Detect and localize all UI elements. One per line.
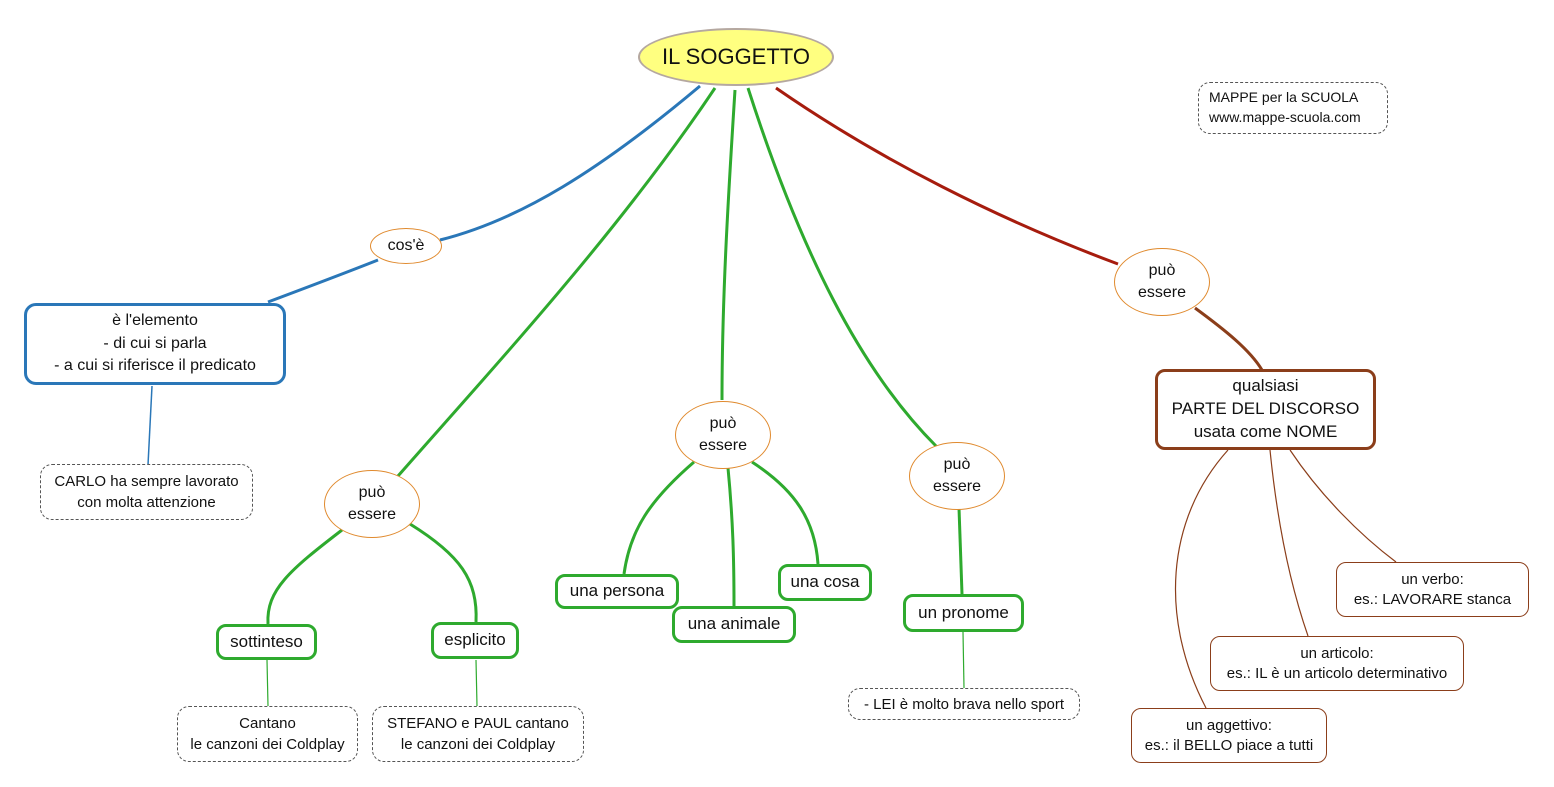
edge-pronome-example [962, 631, 965, 689]
definition-box[interactable]: è l'elemento - di cui si parla - a cui s… [24, 303, 286, 385]
edge-esplicito-example [475, 659, 478, 707]
pronoun-example-box[interactable]: - LEI è molto brava nello sport [848, 688, 1080, 720]
definition-line2: - di cui si parla [103, 334, 207, 352]
edge-puo-essere-left-sottinteso [266, 528, 343, 625]
implicit-example-box[interactable]: Cantano le canzoni dei Coldplay [177, 706, 358, 762]
implicit-example-line1: Cantano [239, 715, 296, 732]
edge-puo-essere-right-pronome [957, 507, 964, 595]
watermark-box: MAPPE per la SCUOLA www.mappe-scuola.com [1198, 82, 1388, 134]
connector-puo-essere-center-line2: essere [698, 437, 748, 454]
connector-puo-essere-center-line1: può [709, 414, 737, 432]
article-example-box[interactable]: un articolo: es.: IL è un articolo deter… [1210, 636, 1464, 691]
explicit-example-line2: le canzoni dei Coldplay [400, 736, 556, 753]
verb-example-line2: es.: LAVORARE stanca [1353, 590, 1512, 608]
definition-example-box[interactable]: CARLO ha sempre lavorato con molta atten… [40, 464, 253, 520]
pronoun-example-text: - LEI è molto brava nello sport [863, 695, 1065, 713]
connector-puo-essere-far-right-line1: può [1148, 261, 1176, 279]
pronoun-label: un pronome [918, 602, 1009, 622]
connector-puo-essere-center[interactable]: può essere [675, 401, 771, 469]
explicit-example-line1: STEFANO e PAUL cantano [387, 715, 569, 732]
entity-thing-label: una cosa [790, 572, 860, 592]
verb-example-box[interactable]: un verbo: es.: LAVORARE stanca [1336, 562, 1529, 617]
root-title[interactable]: IL SOGGETTO [638, 28, 834, 86]
entity-thing-box[interactable]: una cosa [778, 564, 872, 601]
part-of-speech-line3: usata come NOME [1193, 421, 1338, 441]
connector-puo-essere-right[interactable]: può essere [909, 442, 1005, 510]
entity-person-label: una persona [569, 581, 665, 601]
part-of-speech-line1: qualsiasi [1232, 376, 1299, 396]
edge-puo-essere-left-esplicito [409, 522, 478, 623]
edge-puo-essere-center-cosa [751, 460, 820, 565]
connector-puo-essere-right-line1: può [943, 455, 971, 473]
verb-example-line1: un verbo: [1401, 571, 1464, 588]
subject-explicit-label: esplicito [444, 630, 506, 650]
root-title-text: IL SOGGETTO [662, 43, 810, 69]
adjective-example-box[interactable]: un aggettivo: es.: il BELLO piace a tutt… [1131, 708, 1327, 763]
watermark-line2: www.mappe-scuola.com [1209, 109, 1361, 125]
adjective-example-line2: es.: il BELLO piace a tutti [1144, 736, 1314, 754]
edge-parte-verbo [1289, 449, 1397, 563]
definition-example-line1: CARLO ha sempre lavorato [54, 473, 239, 490]
edge-root-puo-essere-far-right [775, 86, 1119, 266]
edge-puo-essere-center-persona [622, 460, 695, 575]
explicit-example-box[interactable]: STEFANO e PAUL cantano le canzoni dei Co… [372, 706, 584, 762]
connector-puo-essere-right-line2: essere [932, 478, 982, 495]
watermark-line1: MAPPE per la SCUOLA [1209, 89, 1359, 106]
connector-puo-essere-left[interactable]: può essere [324, 470, 420, 538]
connector-puo-essere-far-right[interactable]: può essere [1114, 248, 1210, 316]
edge-parte-aggettivo [1174, 449, 1229, 709]
edge-parte-articolo [1269, 449, 1309, 637]
definition-line1: è l'elemento [112, 312, 198, 330]
entity-person-box[interactable]: una persona [555, 574, 679, 609]
definition-example-line2: con molta attenzione [77, 494, 216, 511]
edge-puo-essere-center-animale [726, 467, 736, 607]
implicit-example-line2: le canzoni dei Coldplay [190, 736, 345, 753]
connector-puo-essere-far-right-line2: essere [1137, 284, 1187, 301]
connector-puo-essere-left-line1: può [358, 483, 386, 501]
connector-cose-label: cos'è [387, 236, 425, 254]
edge-sottinteso-example [266, 659, 269, 707]
subject-implicit-box[interactable]: sottinteso [216, 624, 317, 660]
edge-root-cose [439, 84, 701, 242]
part-of-speech-box[interactable]: qualsiasi PARTE DEL DISCORSO usata come … [1155, 369, 1376, 450]
edge-cose-definition [267, 258, 379, 304]
entity-animal-label: una animale [687, 614, 781, 634]
edge-root-puo-essere-right [746, 87, 938, 448]
edge-puo-essere-far-right-parte [1194, 306, 1264, 371]
definition-line3: - a cui si riferisce il predicato [54, 357, 256, 375]
subject-explicit-box[interactable]: esplicito [431, 622, 519, 659]
connector-puo-essere-left-line2: essere [347, 506, 397, 523]
connector-cose[interactable]: cos'è [370, 228, 442, 264]
entity-animal-box[interactable]: una animale [672, 606, 796, 643]
subject-implicit-label: sottinteso [230, 631, 303, 651]
adjective-example-line1: un aggettivo: [1186, 717, 1272, 734]
edge-root-puo-essere-left [396, 87, 717, 477]
article-example-line1: un articolo: [1300, 645, 1374, 662]
pronoun-box[interactable]: un pronome [903, 594, 1024, 632]
part-of-speech-line2: PARTE DEL DISCORSO [1171, 399, 1360, 419]
article-example-line2: es.: IL è un articolo determinativo [1226, 664, 1448, 682]
edge-root-puo-essere-center [720, 89, 737, 401]
edge-definition-example [147, 385, 153, 466]
